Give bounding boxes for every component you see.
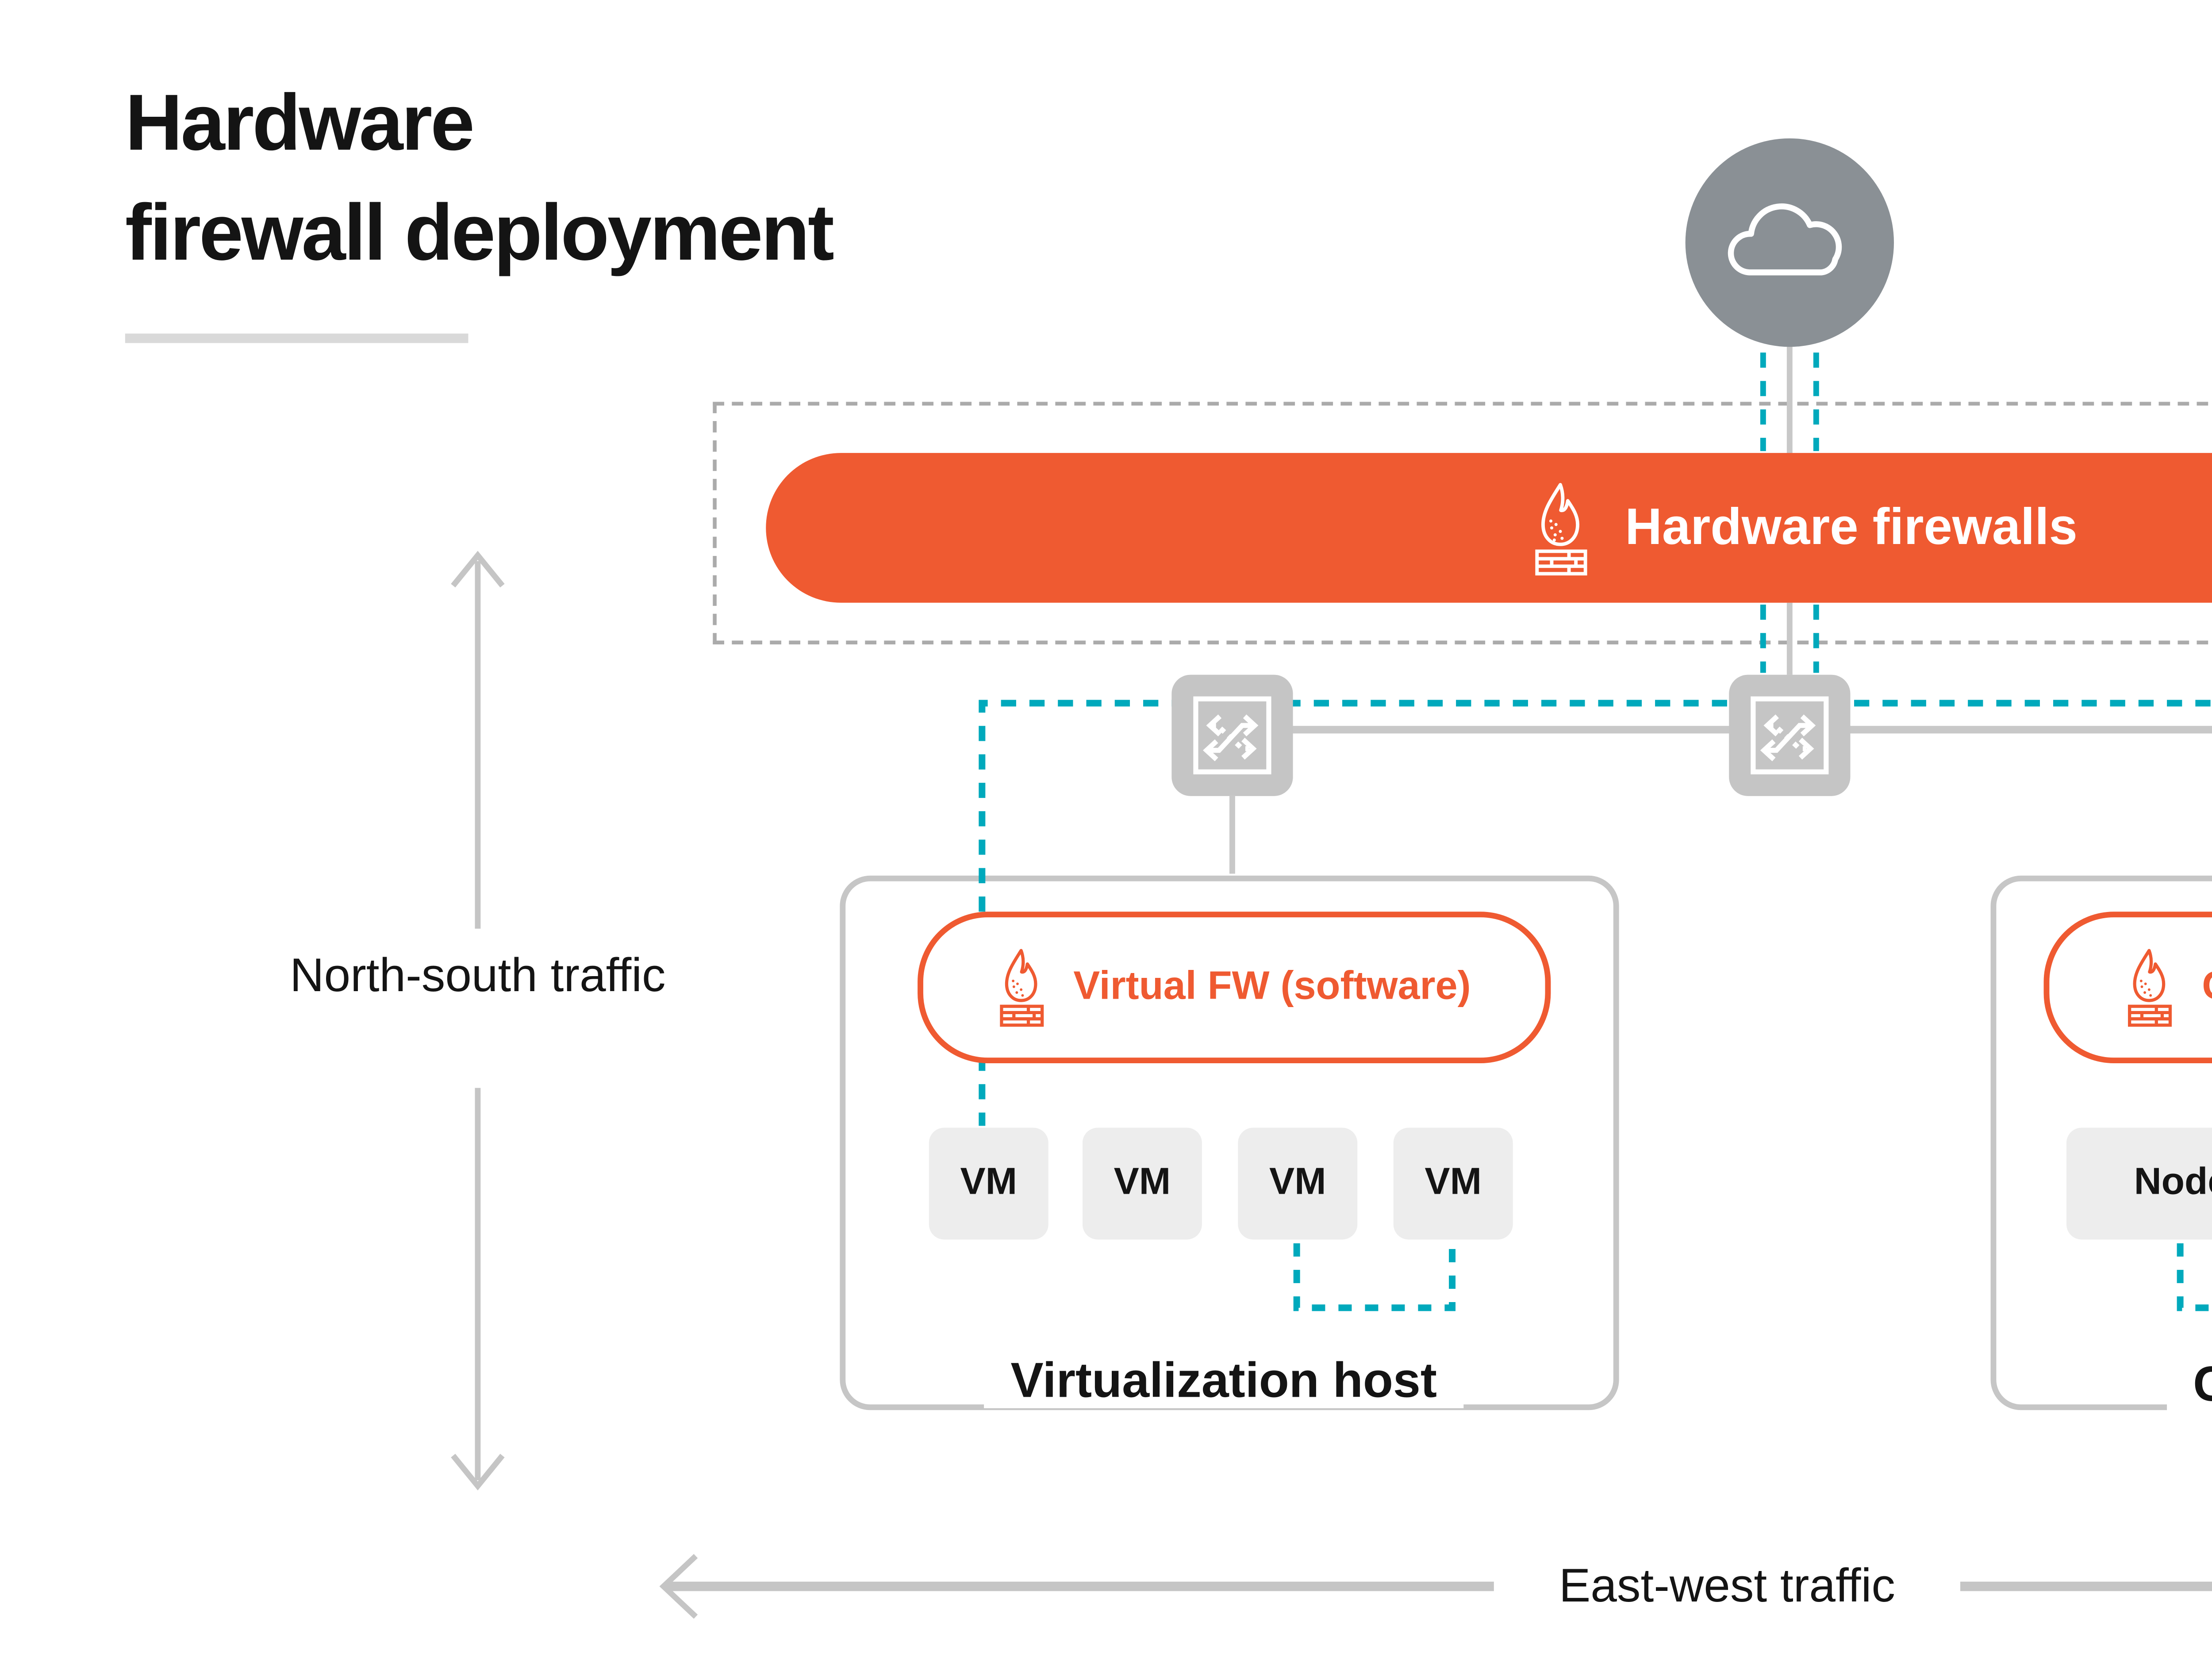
- page-title: Hardware firewall deployment: [125, 68, 834, 288]
- container-host-label-text: Container host: [2166, 1355, 2212, 1412]
- page-title-line-1: Hardware: [125, 77, 475, 167]
- internet-cloud: [1685, 138, 1894, 347]
- page-title-line-2: firewall deployment: [125, 188, 834, 277]
- hardware-firewalls-bar: Hardware firewalls: [766, 453, 2212, 603]
- switch-middle: [1729, 674, 1851, 796]
- east-west-arrow: [659, 1554, 2212, 1619]
- switch-crossed-arrows-icon: [1751, 696, 1829, 774]
- cluster-fw-label: Cluster FW (software): [2202, 965, 2212, 1010]
- firewall-icon: [1536, 482, 1588, 575]
- vm-box-1: VM: [929, 1127, 1048, 1240]
- node-box-1: Node 1: [2066, 1127, 2212, 1240]
- virtualization-host-label-text: Virtualization host: [984, 1351, 1463, 1408]
- switch-crossed-arrows-icon: [1193, 696, 1271, 774]
- north-south-arrow: [451, 551, 505, 1490]
- vm-box-4: VM: [1393, 1127, 1513, 1240]
- vm-box-2: VM: [1082, 1127, 1202, 1240]
- firewall-icon: [2129, 949, 2173, 1027]
- virtual-fw-pill: Virtual FW (software): [918, 912, 1551, 1064]
- switch-left: [1171, 674, 1293, 796]
- hardware-firewalls-label: Hardware firewalls: [1625, 498, 2078, 556]
- virtual-fw-label: Virtual FW (software): [1073, 965, 1471, 1008]
- east-west-traffic-label: East-west traffic: [1559, 1559, 1895, 1613]
- vm-box-3: VM: [1238, 1127, 1358, 1240]
- container-host-label: Container host: [1991, 1353, 2212, 1414]
- title-underline: [125, 333, 469, 343]
- north-south-traffic-label: North-south traffic: [290, 949, 666, 1003]
- network-edge-region: [713, 402, 2212, 645]
- cluster-fw-pill: Cluster FW (software): [2043, 912, 2212, 1064]
- virtualization-host-label: Virtualization host: [840, 1349, 1608, 1410]
- cloud-icon: [1728, 203, 1842, 276]
- firewall-icon: [1000, 949, 1044, 1027]
